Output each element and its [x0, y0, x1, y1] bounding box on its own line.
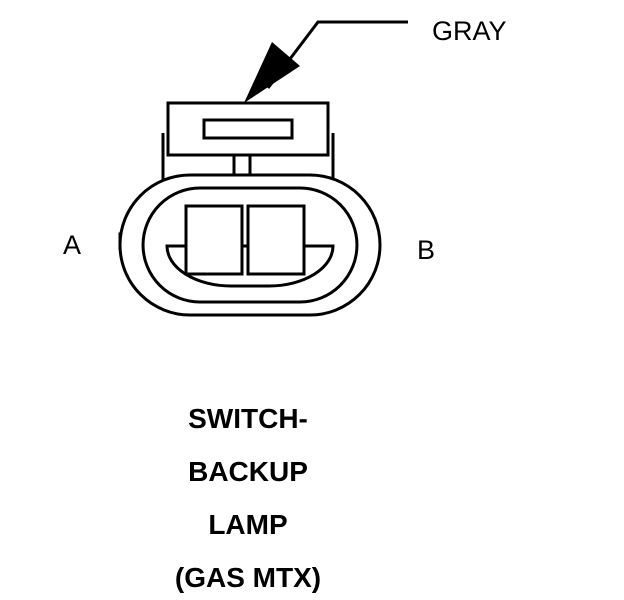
callout-leader: [244, 20, 408, 103]
title-line-4: (GAS MTX): [175, 562, 321, 593]
title-line-1: SWITCH-: [188, 403, 308, 434]
terminal-cavity-a: [184, 204, 244, 276]
pin-label-b: B: [417, 235, 435, 265]
terminal-cavity-b: [246, 204, 306, 276]
title-line-2: BACKUP: [188, 456, 308, 487]
component-title: SWITCH- BACKUP LAMP (GAS MTX): [175, 403, 321, 593]
connector-lock-tab: [161, 101, 335, 180]
title-line-3: LAMP: [208, 509, 287, 540]
pin-label-a: A: [63, 230, 81, 260]
wire-color-label: GRAY: [432, 16, 507, 46]
